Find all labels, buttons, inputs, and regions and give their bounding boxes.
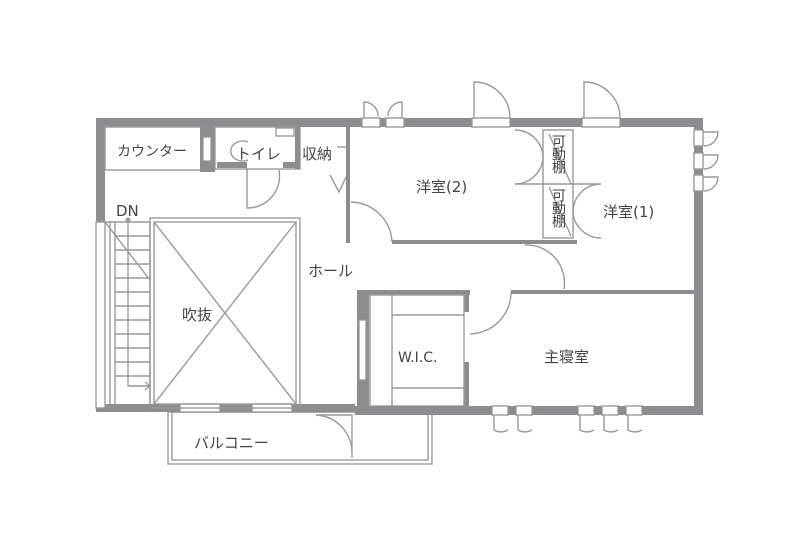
- outer-walls: [96, 118, 703, 415]
- room-label-counter: カウンター: [117, 144, 187, 160]
- window-swings: [315, 81, 719, 458]
- room-label-hall: ホール: [308, 262, 353, 280]
- room-label-toilet: トイレ: [236, 145, 281, 163]
- room-label-western-room-2: 洋室(2): [416, 178, 467, 196]
- counter-toilet-block: [104, 126, 348, 209]
- room-label-master-bedroom: 主寝室: [544, 348, 589, 366]
- shelf-label-top: 可動棚: [550, 134, 566, 174]
- room-label-western-room-1: 洋室(1): [603, 203, 654, 221]
- windows: [95, 117, 704, 416]
- stair-down-label: DN: [116, 202, 139, 220]
- room-label-void: 吹抜: [182, 306, 212, 324]
- room-label-wic: W.I.C.: [398, 350, 438, 366]
- room-label-storage: 収納: [302, 145, 332, 163]
- void-and-stairs: [104, 217, 301, 409]
- shelf-label-bottom: 可動棚: [550, 188, 566, 228]
- interior-walls: [346, 127, 694, 410]
- room-label-balcony: バルコニー: [194, 434, 269, 452]
